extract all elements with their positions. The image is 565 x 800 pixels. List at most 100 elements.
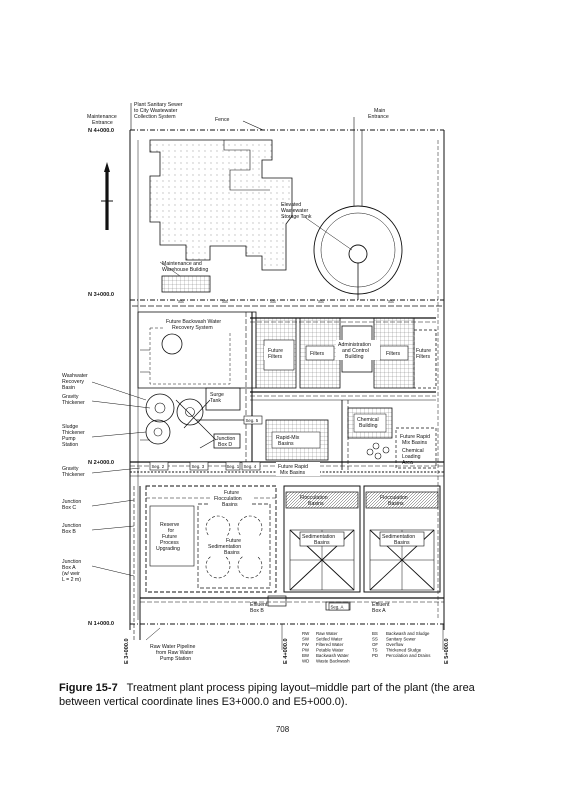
sludge-thickener-label: Station bbox=[62, 442, 78, 448]
figure-caption: Figure 15-7 Treatment plant process pipi… bbox=[59, 681, 519, 709]
legend-desc: Sanitary Sewer bbox=[386, 637, 416, 642]
reserve-label: Reserve bbox=[160, 522, 179, 528]
reserve-label: Process bbox=[160, 540, 179, 546]
surge-tank-label: Tank bbox=[210, 398, 221, 404]
future-sedimentation-label: Basins bbox=[224, 550, 240, 556]
legend-item: SS Sanitary Sewer bbox=[372, 637, 416, 642]
gravity-thickener-1-label: Thickener bbox=[62, 400, 85, 406]
coordinate-labels: N 4+000.0 N 3+000.0 N 2+000.0 N 1+000.0 … bbox=[88, 128, 450, 664]
sludge-thickener-label: Pump bbox=[62, 436, 76, 442]
legend-desc: Percolation and Drains bbox=[386, 653, 431, 658]
future-filters-left-label: Filters bbox=[268, 354, 283, 360]
chemical-loading-label: Loading bbox=[402, 454, 421, 460]
reserve-label: for bbox=[168, 528, 174, 534]
seg-tag: Seg. 3 bbox=[192, 464, 205, 469]
junction-a-label: (w/ weir bbox=[62, 571, 80, 577]
legend-code: SW bbox=[302, 637, 310, 642]
legend-item: PD Percolation and Drains bbox=[372, 653, 431, 658]
legend-code: SS bbox=[372, 637, 378, 642]
legend-code: BW bbox=[302, 653, 310, 658]
flocculation-1-label: Flocculation bbox=[300, 495, 328, 501]
junction-d-label: Box D bbox=[218, 442, 232, 448]
gravity-thickener-2-label: Thickener bbox=[62, 472, 85, 478]
pipe-legend: RW Raw Water SW Settled Water FW Filtere… bbox=[302, 631, 431, 664]
figure-number: Figure 15-7 bbox=[59, 682, 118, 694]
legend-desc: Backwash and Sludge bbox=[386, 631, 430, 636]
sedimentation-2-label: Basins bbox=[394, 540, 410, 546]
raw-water-label: Pump Station bbox=[160, 656, 191, 662]
reserve-label: Future bbox=[162, 534, 177, 540]
backwash-label: Recovery System bbox=[172, 325, 213, 331]
gravity-thickener-2-label: Gravity bbox=[62, 466, 79, 472]
junction-a-label: Box A bbox=[62, 565, 76, 571]
legend-item: PW Potable Water bbox=[302, 648, 344, 653]
gravity-thickener-1-label: Gravity bbox=[62, 394, 79, 400]
legend-item: RW Raw Water bbox=[302, 631, 338, 636]
coordinate-n4: N 4+000.0 bbox=[88, 128, 114, 134]
washwater-label: Recovery bbox=[62, 379, 84, 385]
legend-code: WD bbox=[302, 659, 309, 664]
effluent-b-label: Effluent bbox=[250, 602, 268, 608]
junction-b-label: Junction bbox=[62, 523, 81, 529]
chemical-building-label: Building bbox=[359, 423, 378, 429]
effluent-a-label: Effluent bbox=[372, 602, 390, 608]
legend-desc: Overflow bbox=[386, 642, 404, 647]
caption-text: Treatment plant process piping layout–mi… bbox=[59, 682, 475, 708]
seg-tag: Seg. 1 bbox=[227, 464, 240, 469]
filters-right-label: Filters bbox=[386, 351, 401, 357]
legend-desc: Backwash Water bbox=[316, 653, 349, 658]
junction-a-label: L = 2 m) bbox=[62, 577, 81, 583]
junction-c-label: Junction bbox=[62, 499, 81, 505]
ss-label: SS bbox=[178, 299, 184, 304]
top-leaders bbox=[130, 103, 355, 131]
junction-d-label: Junction bbox=[216, 436, 235, 442]
future-flocculation-label: Future bbox=[224, 490, 239, 496]
maintenance-entrance-label: Entrance bbox=[92, 120, 113, 126]
legend-code: OF bbox=[372, 642, 378, 647]
flocculation-1-label: Basins bbox=[308, 501, 324, 507]
future-filters-right-label: Future bbox=[416, 348, 431, 354]
tank-label: Storage Tank bbox=[281, 214, 312, 220]
ss-label: SS bbox=[388, 299, 394, 304]
junction-a-label: Junction bbox=[62, 559, 81, 565]
future-rapid-mix-mid-label: Future Rapid bbox=[278, 464, 308, 470]
chemical-loading-label: Area bbox=[402, 460, 413, 466]
legend-item: BS Backwash and Sludge bbox=[372, 631, 430, 636]
raw-water-label: Raw Water Pipeline bbox=[150, 644, 195, 650]
legend-desc: Filtered Water bbox=[316, 642, 344, 647]
legend-desc: Raw Water bbox=[316, 631, 338, 636]
top-labels: Plant Sanitary Sewer to City Wastewater … bbox=[87, 102, 389, 126]
future-rapid-mix-right-label: Future Rapid bbox=[400, 434, 430, 440]
backwash-label: Future Backwash Water bbox=[166, 319, 221, 325]
tank-label: Wastewater bbox=[281, 208, 308, 214]
rapid-mix-label: Basins bbox=[278, 441, 294, 447]
admin-building-label: Building bbox=[345, 354, 364, 360]
legend-desc: Settled Water bbox=[316, 637, 343, 642]
process-area bbox=[130, 311, 444, 477]
legend-code: FW bbox=[302, 642, 310, 647]
legend-desc: Thickened Sludge bbox=[386, 648, 422, 653]
future-sedimentation-label: Future bbox=[226, 538, 241, 544]
future-filters-right-label: Filters bbox=[416, 354, 431, 360]
filters-left-label: Filters bbox=[310, 351, 325, 357]
tank-label: Elevated bbox=[281, 202, 301, 208]
elevated-tank bbox=[305, 130, 403, 300]
junction-c-label: Box C bbox=[62, 505, 76, 511]
ss-label: SS bbox=[270, 299, 276, 304]
basin-area bbox=[133, 485, 444, 641]
future-flocculation-label: Basins bbox=[222, 502, 238, 508]
junction-b-label: Box B bbox=[62, 529, 76, 535]
coordinate-e4: E 4+000.0 bbox=[283, 638, 289, 664]
fence-label: Fence bbox=[215, 117, 230, 123]
washwater-label: Washwater bbox=[62, 373, 88, 379]
maintenance-building-label: Maintenance and bbox=[162, 261, 202, 267]
seg-tag: Seg. 5 bbox=[246, 418, 259, 423]
coordinate-e3: E 3+000.0 bbox=[124, 638, 130, 664]
coordinate-e5: E 5+000.0 bbox=[444, 638, 450, 664]
effluent-a-label: Box A bbox=[372, 608, 386, 614]
future-sedimentation-label: Sedimentation bbox=[208, 544, 241, 550]
coordinate-n3: N 3+000.0 bbox=[88, 292, 114, 298]
maintenance-entrance-label: Maintenance bbox=[87, 114, 117, 120]
effluent-b-label: Box B bbox=[250, 608, 264, 614]
